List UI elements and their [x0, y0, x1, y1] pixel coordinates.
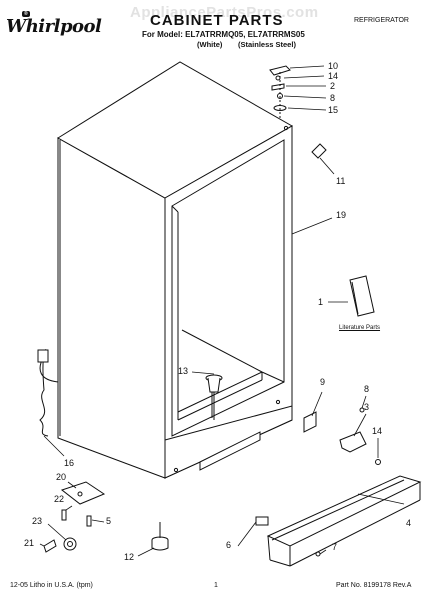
kick-plate — [266, 475, 422, 547]
callout-7: 7 — [332, 542, 338, 552]
model-line: For Model: EL7ATRRMQ05, EL7ATRRMS05 — [142, 30, 305, 39]
base-front — [164, 405, 293, 479]
callout-13: 13 — [178, 366, 189, 376]
hinge-3 — [339, 431, 367, 453]
footer-part-number: Part No. 8199178 Rev.A — [336, 582, 412, 589]
watermark: AppliancePartsPros.com — [130, 4, 319, 21]
variant-stainless: (Stainless Steel) — [238, 40, 296, 49]
literature-booklet — [349, 275, 375, 317]
page-title: CABINET PARTS — [150, 12, 284, 29]
brand-registered-mark: ® — [22, 11, 30, 17]
callout-23: 23 — [32, 516, 43, 526]
callout-4: 4 — [406, 518, 412, 528]
callout-19: 19 — [336, 210, 347, 220]
callout-5: 5 — [106, 516, 112, 526]
bracket-20 — [60, 481, 106, 505]
callout-3: 3 — [364, 402, 370, 412]
variant-white: (White) — [197, 40, 223, 49]
hinge-cover — [269, 65, 291, 76]
callout-12: 12 — [124, 552, 135, 562]
hinge-plate-9 — [303, 411, 317, 433]
callout-8: 8 — [330, 93, 336, 103]
callout-14: 14 — [328, 71, 339, 81]
callout-15: 15 — [328, 105, 339, 115]
literature-parts-label: Literature Parts — [339, 325, 381, 331]
callout-20: 20 — [56, 472, 67, 482]
base-slot — [199, 431, 261, 471]
callout-10: 10 — [328, 61, 339, 71]
part-11-bracket — [311, 143, 327, 159]
callout-22: 22 — [54, 494, 65, 504]
footer-print-info: 12-05 Litho in U.S.A. (tpm) — [10, 582, 93, 589]
callout-14b: 14 — [372, 426, 383, 436]
footer-page-number: 1 — [214, 582, 218, 589]
callout-11: 11 — [336, 176, 346, 186]
callout-16: 16 — [64, 458, 75, 468]
callout-9: 9 — [320, 377, 326, 387]
callout-6: 6 — [226, 540, 232, 550]
brand-logo: Whirlpool — [6, 16, 102, 37]
callout-8b: 8 — [364, 384, 370, 394]
callout-21: 21 — [24, 538, 35, 548]
callout-1: 1 — [318, 297, 324, 307]
power-cord — [39, 349, 59, 437]
category-label: REFRIGERATOR — [354, 17, 409, 24]
callout-2: 2 — [330, 81, 336, 91]
